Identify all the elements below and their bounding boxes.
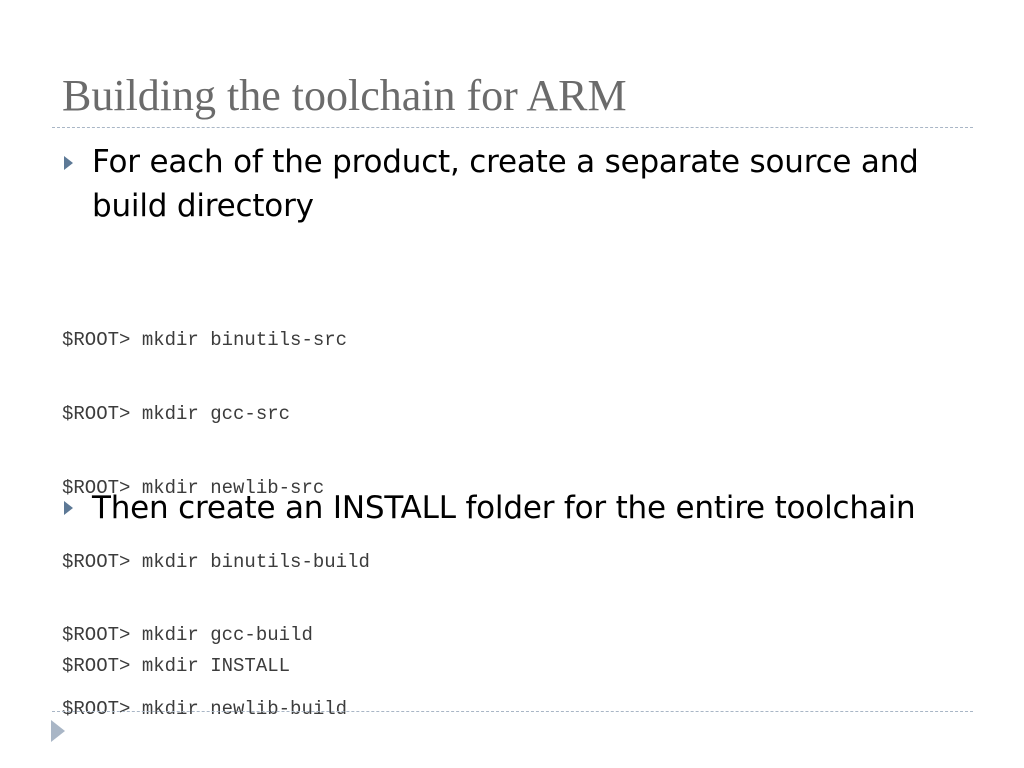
next-slide-arrow-icon[interactable] — [51, 720, 65, 742]
code-line: $ROOT> mkdir binutils-build — [62, 550, 370, 573]
footer-divider — [52, 711, 973, 712]
code-line: $ROOT> mkdir newlib-build — [62, 698, 348, 721]
code-line: $ROOT> mkdir gcc-build — [62, 624, 313, 647]
bullet-create-directories: For each of the product, create a separa… — [92, 144, 919, 224]
code-line: $ROOT> mkdir gcc-src — [62, 402, 291, 425]
triangle-right-icon — [64, 501, 73, 515]
bullet-create-install: Then create an INSTALL folder for the en… — [92, 490, 916, 526]
code-block-mkdir-dirs: $ROOT> mkdir binutils-src $ROOT> mkdir g… — [62, 279, 370, 746]
title-divider — [52, 127, 973, 128]
code-line: $ROOT> mkdir newlib-src — [62, 476, 325, 499]
code-line: $ROOT> mkdir INSTALL — [62, 655, 291, 678]
slide-title: Building the toolchain for ARM — [62, 71, 627, 120]
code-block-mkdir-install: $ROOT> mkdir INSTALL — [62, 605, 290, 703]
code-line: $ROOT> mkdir binutils-src — [62, 329, 348, 352]
triangle-right-icon — [64, 156, 73, 170]
